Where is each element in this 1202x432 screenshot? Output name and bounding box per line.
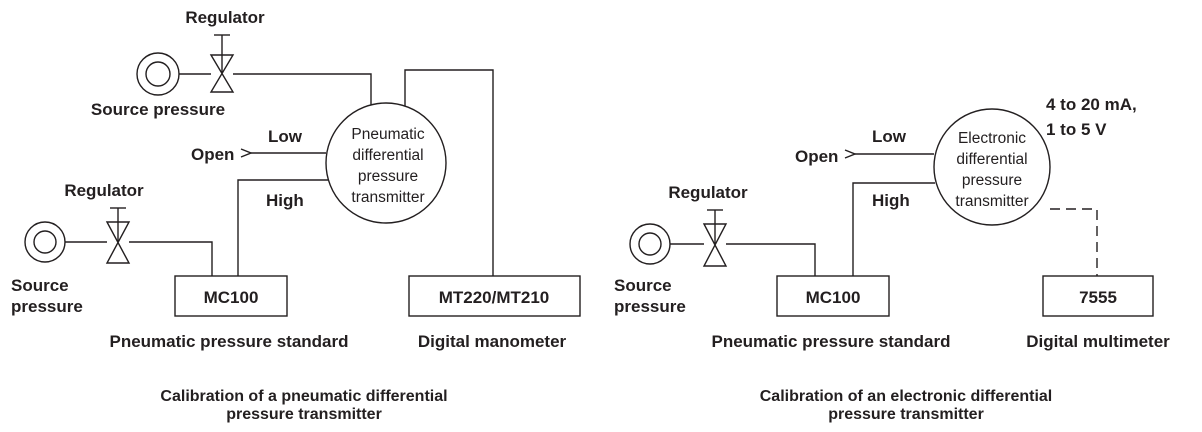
electronic-transmitter-circle	[933, 108, 1051, 226]
transmitter-text-2: differential	[352, 147, 423, 164]
regulator-top-valve	[209, 34, 235, 93]
e-transmitter-text-4: transmitter	[955, 193, 1028, 210]
e-open-label: Open	[795, 147, 838, 166]
multimeter-box-text: 7555	[1079, 288, 1117, 307]
standard-caption-left: Pneumatic pressure standard	[109, 332, 348, 351]
e-source-label-2: pressure	[614, 297, 686, 316]
e-transmitter-text-2: differential	[956, 151, 1027, 168]
transmitter-text-4: transmitter	[351, 189, 424, 206]
pipe-regulator-top-to-transmitter	[233, 73, 372, 105]
signal-label-2: 1 to 5 V	[1046, 120, 1107, 139]
e-source-pressure-symbol	[629, 223, 671, 265]
manometer-box	[408, 275, 581, 317]
source-pressure-bottom-symbol	[24, 221, 66, 263]
pipe-transmitter-to-manometer	[404, 69, 494, 276]
right-caption-line2: pressure transmitter	[828, 406, 984, 423]
left-panel: Source pressure Regulator Pneumatic diff…	[11, 8, 581, 423]
source-bottom-label-2: pressure	[11, 297, 83, 316]
mc100-box-right	[776, 275, 890, 317]
transmitter-text-1: Pneumatic	[351, 126, 424, 143]
pipe-regulator-bottom-to-standard	[129, 241, 213, 276]
signal-dashed-line	[1050, 208, 1098, 276]
manometer-caption: Digital manometer	[418, 332, 567, 351]
pipe-high-to-standard	[237, 179, 328, 276]
e-transmitter-text-3: pressure	[962, 172, 1022, 189]
mc100-box-right-text: MC100	[806, 288, 861, 307]
e-high-label: High	[872, 191, 910, 210]
left-caption-line1: Calibration of a pneumatic differential	[160, 388, 447, 405]
transmitter-text-3: pressure	[358, 168, 418, 185]
mc100-box-left-text: MC100	[204, 288, 259, 307]
left-caption-line2: pressure transmitter	[226, 406, 382, 423]
e-pipe-regulator-to-standard	[726, 243, 816, 276]
regulator-bottom-label: Regulator	[64, 181, 144, 200]
high-label: High	[266, 191, 304, 210]
pneumatic-transmitter-circle	[325, 102, 447, 224]
multimeter-caption: Digital multimeter	[1026, 332, 1170, 351]
open-label: Open	[191, 145, 234, 164]
source-bottom-label-1: Source	[11, 276, 69, 295]
e-regulator-label: Regulator	[668, 183, 748, 202]
e-pipe-high-to-standard	[852, 182, 935, 276]
signal-label-1: 4 to 20 mA,	[1046, 95, 1137, 114]
source-pressure-top-label: Source pressure	[91, 100, 225, 119]
regulator-bottom-valve	[105, 207, 131, 264]
e-regulator-valve	[702, 209, 728, 267]
standard-caption-right: Pneumatic pressure standard	[711, 332, 950, 351]
right-caption-line1: Calibration of an electronic differentia…	[760, 388, 1053, 405]
e-transmitter-text-1: Electronic	[958, 130, 1026, 147]
regulator-top-label: Regulator	[185, 8, 265, 27]
low-label: Low	[268, 127, 303, 146]
multimeter-box	[1042, 275, 1154, 317]
manometer-box-text: MT220/MT210	[439, 288, 550, 307]
right-panel: Electronic differential pressure transmi…	[614, 95, 1170, 423]
source-pressure-top-symbol	[136, 52, 180, 96]
e-source-label-1: Source	[614, 276, 672, 295]
e-low-label: Low	[872, 127, 907, 146]
mc100-box-left	[174, 275, 288, 317]
